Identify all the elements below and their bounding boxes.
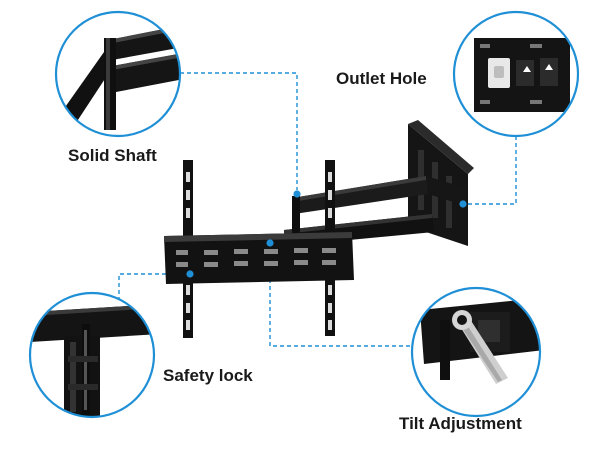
- tilt-adjustment-label: Tilt Adjustment: [399, 414, 522, 433]
- leader-solid-shaft: [180, 72, 298, 190]
- tilt-marker: [266, 239, 274, 247]
- outlet-hole-detail: [452, 10, 580, 138]
- leader-tilt-adjustment: [269, 244, 412, 347]
- outlet-hole-label: Outlet Hole: [336, 69, 427, 88]
- safety-lock-detail: [28, 291, 156, 419]
- safety-lock-label: Safety lock: [163, 366, 253, 385]
- outlet-marker: [459, 200, 467, 208]
- lock-marker: [186, 270, 194, 278]
- shaft-marker: [293, 190, 301, 198]
- leader-lines: [118, 72, 517, 347]
- tilt-adjustment-detail: [410, 286, 542, 418]
- solid-shaft-label: Solid Shaft: [68, 146, 157, 165]
- solid-shaft-detail: [54, 10, 182, 138]
- horizontal-bracket: [164, 232, 354, 284]
- wrench-icon: [452, 310, 508, 384]
- wall-mount: [164, 120, 474, 338]
- leader-outlet-hole: [464, 136, 517, 205]
